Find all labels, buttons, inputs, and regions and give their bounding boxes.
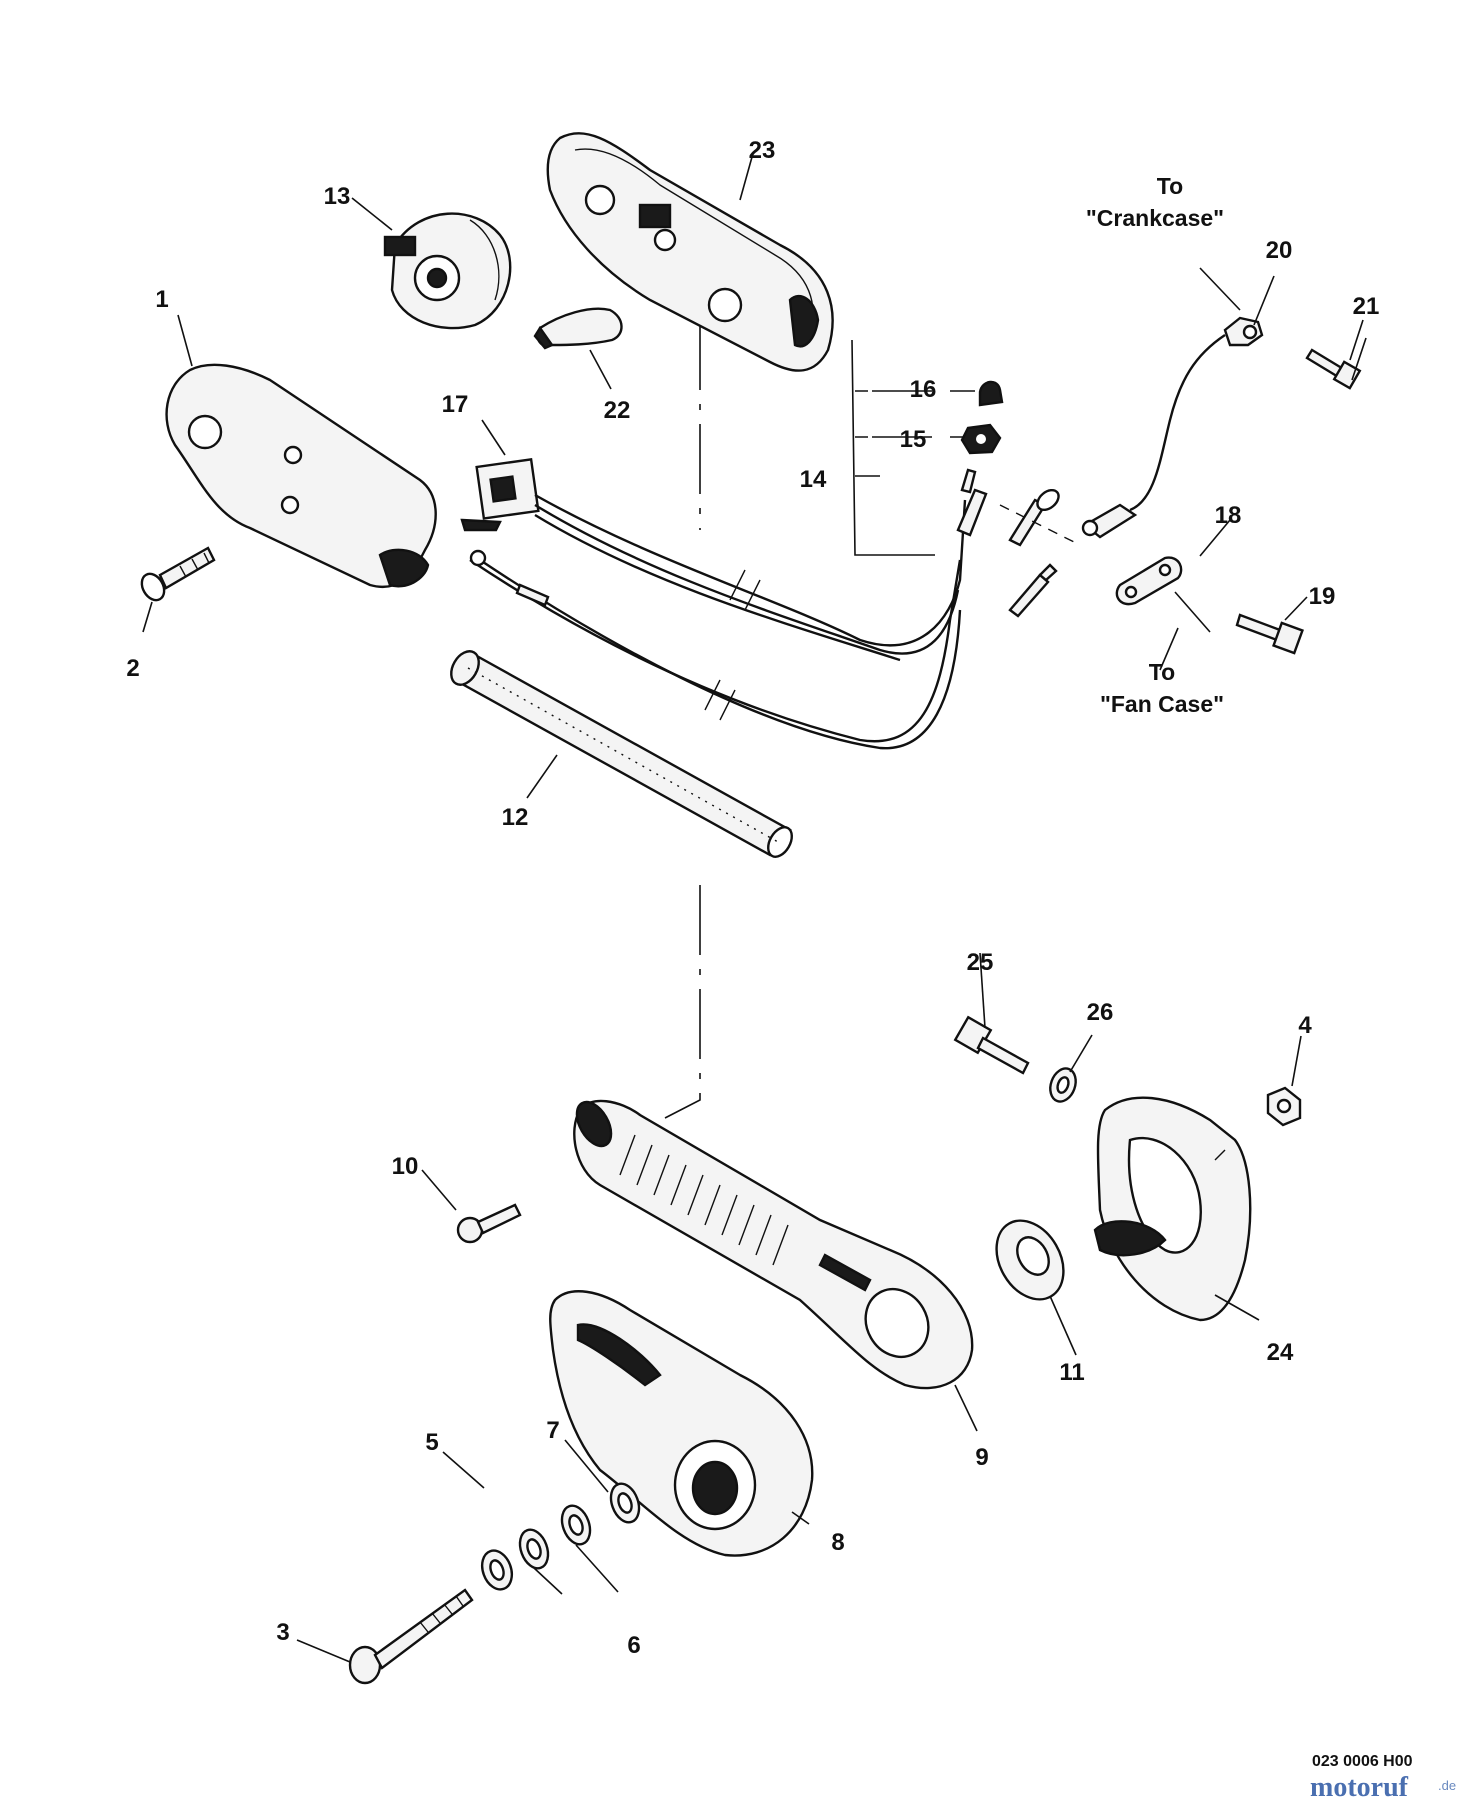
- part-23-handle-upper-half: [546, 132, 834, 372]
- part-9-handle-grip: [573, 1099, 974, 1390]
- part-1-handle-lower-half: [165, 363, 437, 589]
- callout-23: 23: [749, 137, 776, 164]
- callout-24: 24: [1267, 1339, 1294, 1366]
- callout-9: 9: [975, 1444, 988, 1471]
- part-16-cap: [978, 380, 1004, 407]
- callout-12: 12: [502, 804, 529, 831]
- note-fancase-target: "Fan Case": [1100, 691, 1224, 717]
- part-8-handle-cover: [549, 1290, 814, 1557]
- part-7-washer: [609, 1482, 641, 1524]
- part-4-nut: [1266, 1086, 1302, 1127]
- part-3-bolt: [348, 1588, 474, 1685]
- part-26-washer: [1049, 1067, 1077, 1103]
- part-17-stop-switch: [460, 458, 540, 532]
- callout-26: 26: [1087, 999, 1114, 1026]
- part-19-screw: [1235, 613, 1304, 655]
- watermark-tld: .de: [1438, 1778, 1456, 1793]
- note-crankcase-target: "Crankcase": [1086, 205, 1224, 231]
- callout-3: 3: [276, 1619, 289, 1646]
- part-12-corrugated-tube: [450, 650, 793, 858]
- note-crankcase-to: To: [1157, 173, 1183, 199]
- part-20-ground-wire: [1081, 316, 1264, 539]
- part-13-switch-assembly: [383, 212, 512, 330]
- callout-25: 25: [967, 949, 994, 976]
- part-24-clamp-bracket: [1093, 1096, 1252, 1322]
- part-11-large-washer: [995, 1219, 1065, 1301]
- part-5-washer: [480, 1549, 514, 1591]
- part-18-plate: [1115, 556, 1183, 606]
- part-15-nut: [960, 423, 1002, 455]
- callout-8: 8: [831, 1529, 844, 1556]
- callout-18: 18: [1215, 502, 1242, 529]
- callout-11: 11: [1059, 1359, 1084, 1386]
- part-14-wiring-harness: [469, 468, 1081, 750]
- callout-7: 7: [546, 1417, 559, 1444]
- callout-1: 1: [155, 286, 168, 313]
- note-fancase-to: To: [1149, 659, 1175, 685]
- part-25-screw: [953, 1015, 1030, 1075]
- callout-22: 22: [604, 397, 631, 424]
- destination-notes: To "Crankcase" To "Fan Case": [1086, 173, 1224, 717]
- callout-10: 10: [392, 1153, 419, 1180]
- watermark-brand: motoruf: [1310, 1772, 1409, 1800]
- part-21-screw: [1305, 348, 1362, 390]
- alignment-lines: [664, 320, 701, 1119]
- callout-14: 14: [800, 466, 827, 493]
- part-2-screw: [140, 546, 216, 602]
- drawing-code: 023 0006 H00: [1312, 1753, 1413, 1770]
- callout-15: 15: [900, 426, 927, 453]
- leader-lines: [142, 156, 1367, 1663]
- part-10-screw: [456, 1203, 522, 1244]
- callout-2: 2: [126, 655, 139, 682]
- part-6-washers: [518, 1504, 592, 1570]
- callout-20: 20: [1266, 237, 1293, 264]
- callout-21: 21: [1353, 293, 1380, 320]
- callout-16: 16: [910, 376, 937, 403]
- callout-5: 5: [425, 1429, 438, 1456]
- callout-4: 4: [1298, 1012, 1312, 1039]
- callout-labels: 1 2 3 4 5 6 7 8 9 10 11 12 13 14 15 16 1…: [126, 137, 1379, 1659]
- bellows-ribs: [619, 1134, 789, 1266]
- callout-6: 6: [627, 1632, 640, 1659]
- part-22-trigger: [533, 307, 623, 350]
- watermark-logo: motoruf .de: [1310, 1772, 1456, 1800]
- callout-13: 13: [324, 183, 351, 210]
- callout-19: 19: [1309, 583, 1336, 610]
- callout-17: 17: [442, 391, 469, 418]
